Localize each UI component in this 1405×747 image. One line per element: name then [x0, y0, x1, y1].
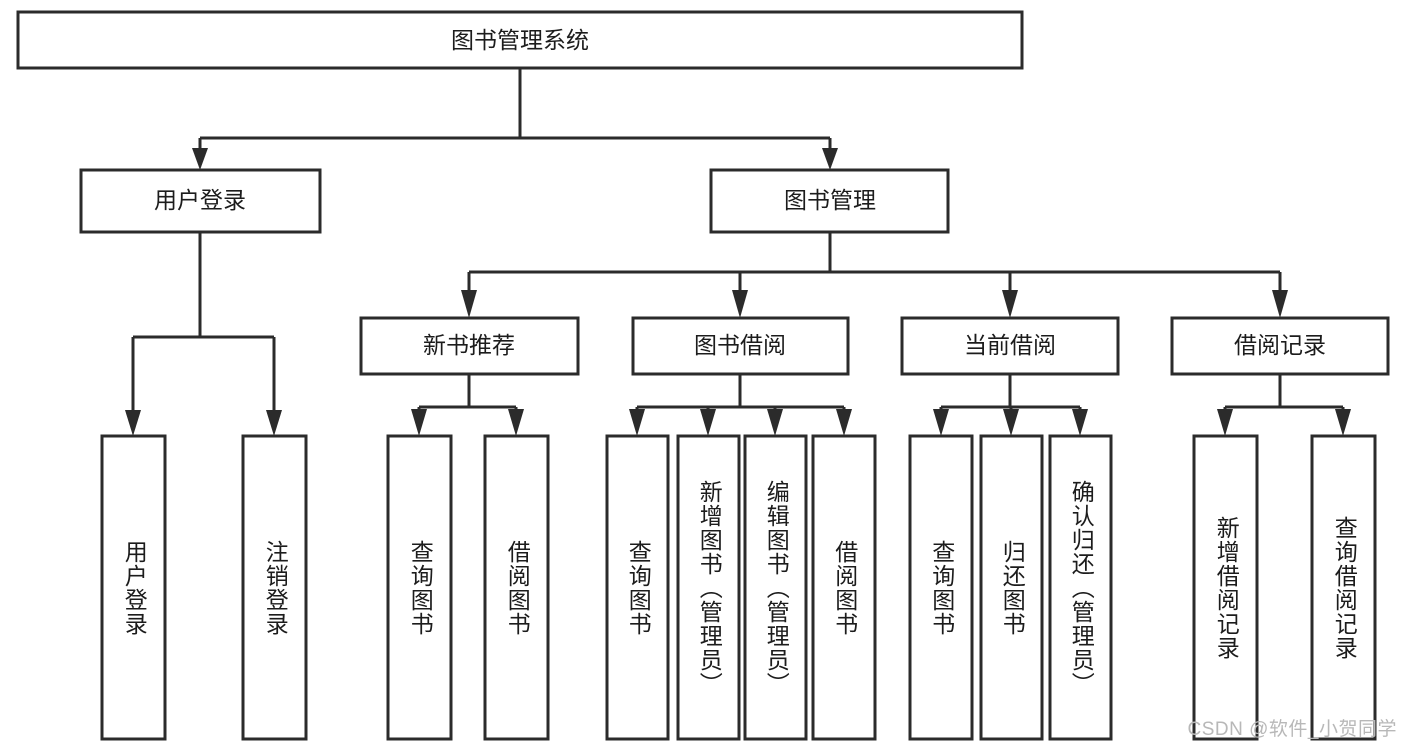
node-box-book-manage[interactable] [709, 168, 950, 234]
node-box-new-book-recommend[interactable] [359, 316, 580, 376]
node-box-root[interactable] [16, 10, 1024, 70]
node-box-leaf-query-book-1[interactable] [386, 434, 453, 741]
arrow-head-icon [1072, 409, 1088, 436]
node-box-leaf-borrow-book-1[interactable] [483, 434, 550, 741]
node-box-leaf-confirm-return-admin[interactable] [1048, 434, 1113, 741]
node-box-leaf-edit-book-admin[interactable] [743, 434, 808, 741]
arrow-head-icon [508, 409, 524, 436]
node-box-leaf-query-book-2[interactable] [605, 434, 670, 741]
node-box-leaf-add-book-admin[interactable] [676, 434, 741, 741]
arrow-head-icon [411, 409, 427, 436]
node-label-current-borrow: 当前借阅 [964, 332, 1056, 358]
arrow-head-icon [629, 409, 645, 436]
node-label-borrow-record: 借阅记录 [1234, 332, 1326, 358]
watermark-text: CSDN @软件_小贺同学 [1187, 719, 1397, 740]
arrow-head-icon [767, 409, 783, 436]
arrow-head-icon [266, 410, 282, 436]
arrow-head-icon [125, 410, 141, 436]
node-box-leaf-user-logout[interactable] [241, 434, 308, 741]
node-box-book-borrow[interactable] [631, 316, 850, 376]
arrow-head-icon [1272, 290, 1288, 318]
node-box-leaf-query-borrow-record[interactable] [1310, 434, 1377, 741]
node-box-user-login[interactable] [79, 168, 322, 234]
node-box-leaf-query-book-3[interactable] [908, 434, 974, 741]
node-box-leaf-user-login[interactable] [100, 434, 167, 741]
node-label-root: 图书管理系统 [451, 27, 589, 53]
node-box-borrow-record[interactable] [1170, 316, 1390, 376]
arrow-head-icon [836, 409, 852, 436]
arrow-head-icon [1003, 409, 1019, 436]
arrow-head-icon [1002, 290, 1018, 318]
node-box-leaf-add-borrow-record[interactable] [1192, 434, 1259, 741]
node-label-new-book-recommend: 新书推荐 [423, 332, 515, 358]
arrow-head-icon [732, 290, 748, 318]
nodes-group: 图书管理系统 用户登录 图书管理 新书推荐 图书借阅 当前借阅 借阅记录 [16, 10, 1390, 741]
arrowheads-group [125, 148, 1351, 436]
arrow-head-icon [1335, 409, 1351, 436]
arrow-head-icon [700, 409, 716, 436]
arrow-head-icon [461, 290, 477, 318]
node-label-user-login: 用户登录 [154, 187, 246, 213]
arrow-head-icon [1217, 409, 1233, 436]
node-box-leaf-borrow-book-2[interactable] [811, 434, 877, 741]
node-label-book-manage: 图书管理 [784, 187, 876, 213]
node-box-current-borrow[interactable] [900, 316, 1120, 376]
arrow-head-icon [822, 148, 838, 170]
arrow-head-icon [933, 409, 949, 436]
node-label-book-borrow: 图书借阅 [694, 332, 786, 358]
arrow-head-icon [192, 148, 208, 170]
node-box-leaf-return-book[interactable] [979, 434, 1044, 741]
